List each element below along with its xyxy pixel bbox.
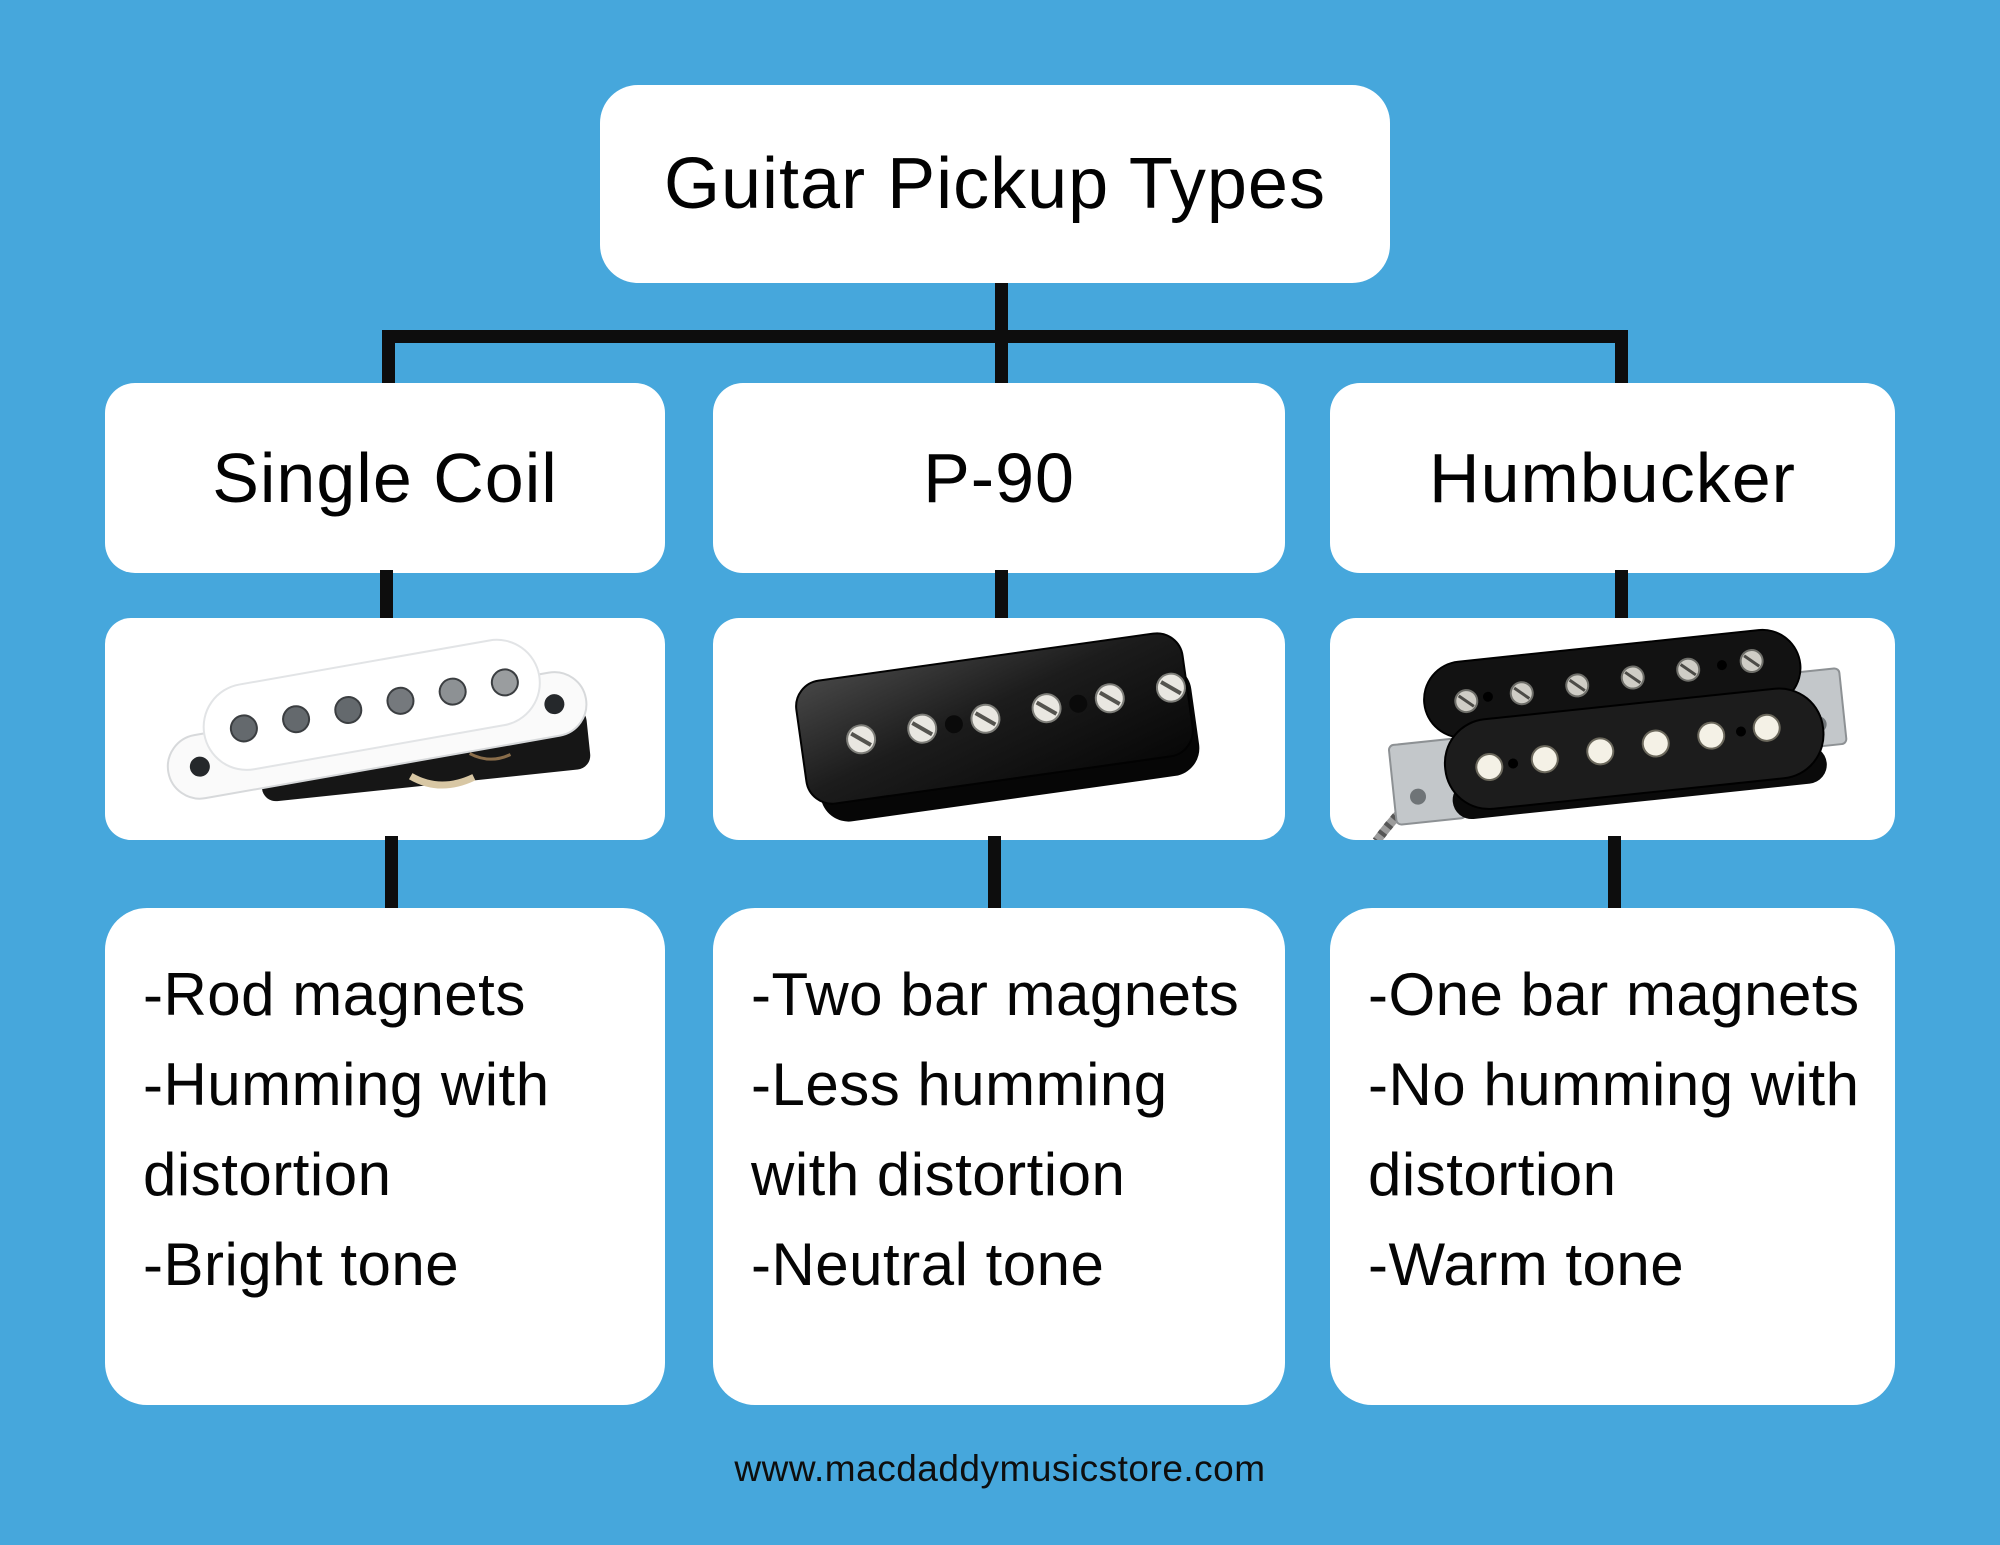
humbucker-pickup-photo xyxy=(1372,628,1848,840)
image-box-p90 xyxy=(713,618,1285,840)
category-label: P-90 xyxy=(923,439,1075,517)
p90-pickup-photo xyxy=(795,632,1200,822)
category-box-single-coil: Single Coil xyxy=(105,383,665,573)
connector-humbucker-image xyxy=(1615,570,1628,620)
category-box-humbucker: Humbucker xyxy=(1330,383,1895,573)
feature-list: -One bar magnets -No humming with distor… xyxy=(1368,961,1860,1298)
description-box-single-coil: -Rod magnets -Humming with distortion -B… xyxy=(105,908,665,1405)
website-url: www.macdaddymusicstore.com xyxy=(734,1448,1266,1489)
single-coil-pickup-photo xyxy=(166,638,591,802)
page-title: Guitar Pickup Types xyxy=(664,144,1326,224)
connector-single-coil-image xyxy=(380,570,393,620)
connector-p90-image xyxy=(995,570,1008,620)
feature-list: -Rod magnets -Humming with distortion -B… xyxy=(143,961,550,1298)
category-box-p90: P-90 xyxy=(713,383,1285,573)
connector-p90-description xyxy=(988,836,1001,910)
connector-single-coil-description xyxy=(385,836,398,910)
feature-list: -Two bar magnets -Less humming with dist… xyxy=(751,961,1240,1298)
tree-connector-horizontal-bar xyxy=(382,330,1628,343)
image-box-humbucker xyxy=(1330,618,1895,840)
tree-connector-drop-left xyxy=(382,330,395,383)
tree-connector-drop-right xyxy=(1615,330,1628,383)
connector-humbucker-description xyxy=(1608,836,1621,910)
description-box-p90: -Two bar magnets -Less humming with dist… xyxy=(713,908,1285,1405)
description-box-humbucker: -One bar magnets -No humming with distor… xyxy=(1330,908,1895,1405)
category-label: Single Coil xyxy=(212,439,558,517)
image-box-single-coil xyxy=(105,618,665,840)
title-box: Guitar Pickup Types xyxy=(600,85,1390,283)
category-label: Humbucker xyxy=(1429,439,1796,517)
